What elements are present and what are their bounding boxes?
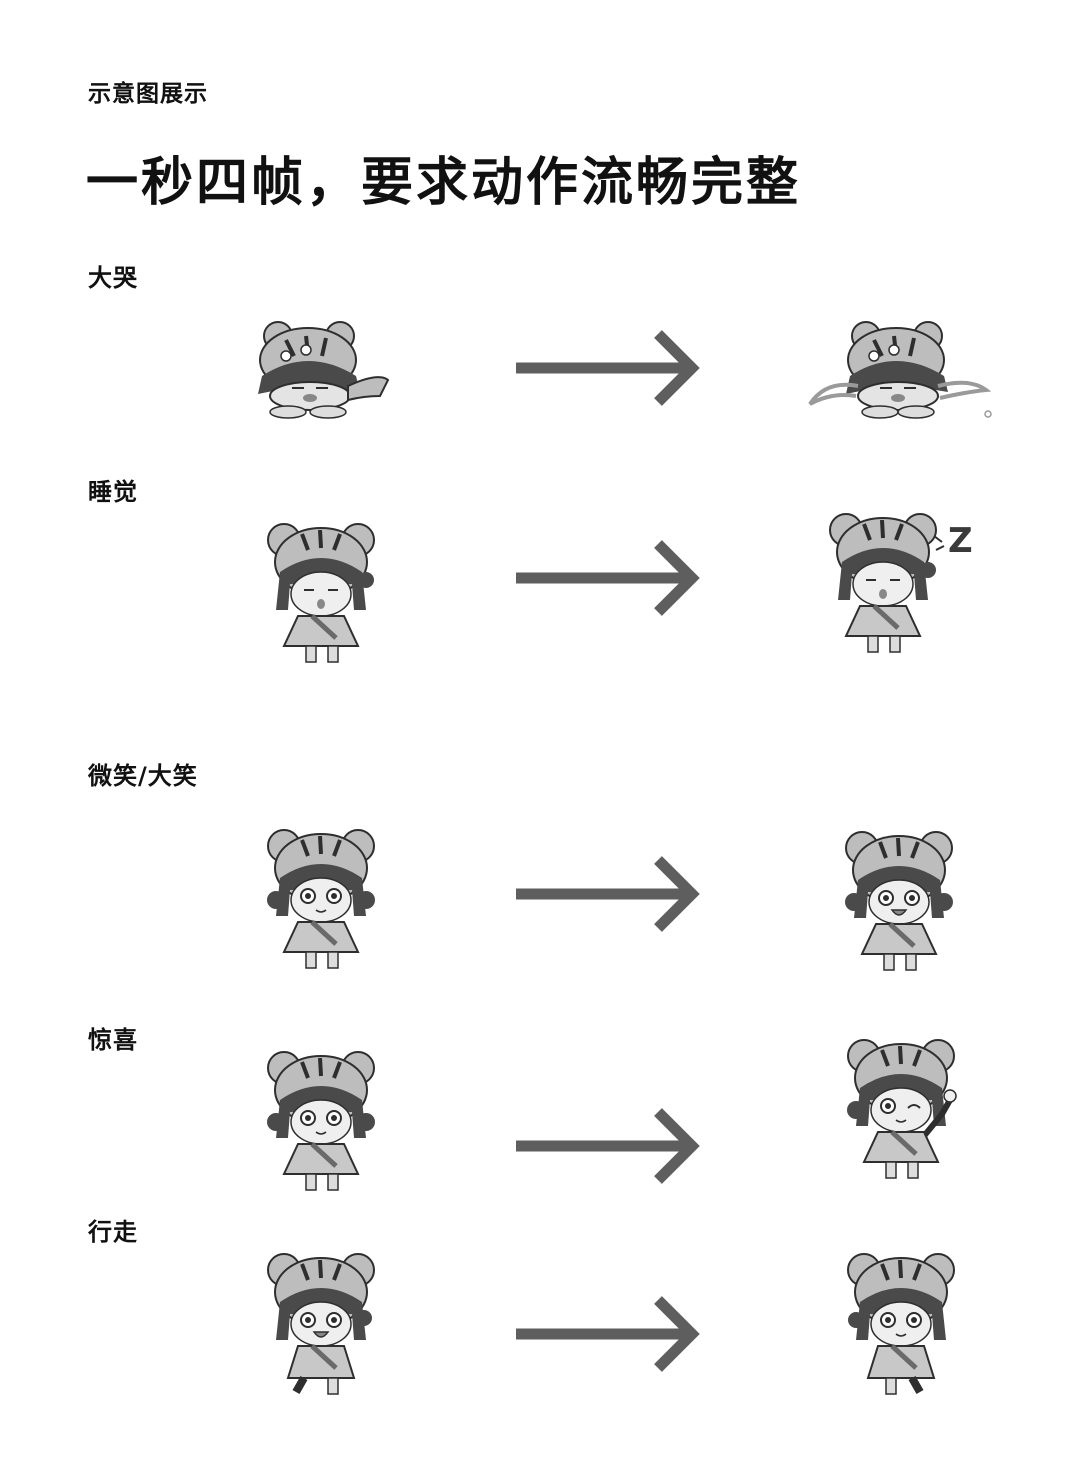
section-label-walk: 行走 (88, 1218, 138, 1246)
section-label-smile-laugh: 微笑/大笑 (88, 762, 198, 790)
arrow-right-icon (516, 540, 700, 616)
sleep-z-mark: Z (948, 521, 973, 561)
page-subtitle: 示意图展示 (88, 81, 208, 107)
arrow-right-icon (516, 330, 700, 406)
page-headline: 一秒四帧，要求动作流畅完整 (86, 153, 802, 213)
arrow-right-icon (516, 1108, 700, 1184)
section-label-cry: 大哭 (88, 264, 138, 292)
tiger-girl-walk-frame-2 (842, 1244, 982, 1404)
tiger-girl-sleep-frame-1 (262, 514, 402, 674)
tiger-girl-laugh-frame-2 (840, 822, 980, 982)
tiger-girl-surprise-frame-1 (262, 1042, 402, 1202)
tiger-girl-wink-wave-frame-2 (842, 1030, 982, 1190)
tiger-girl-walk-frame-1 (262, 1244, 402, 1404)
arrow-right-icon (516, 1296, 700, 1372)
tiger-girl-smile-frame-1 (262, 820, 402, 980)
section-label-sleep: 睡觉 (88, 478, 138, 506)
section-label-surprise: 惊喜 (88, 1026, 138, 1054)
arrow-right-icon (516, 856, 700, 932)
tiger-girl-crying-frame-1 (248, 316, 398, 421)
tiger-girl-crying-frame-2 (806, 316, 996, 421)
tiger-girl-sleep-frame-2: Z (824, 504, 984, 664)
